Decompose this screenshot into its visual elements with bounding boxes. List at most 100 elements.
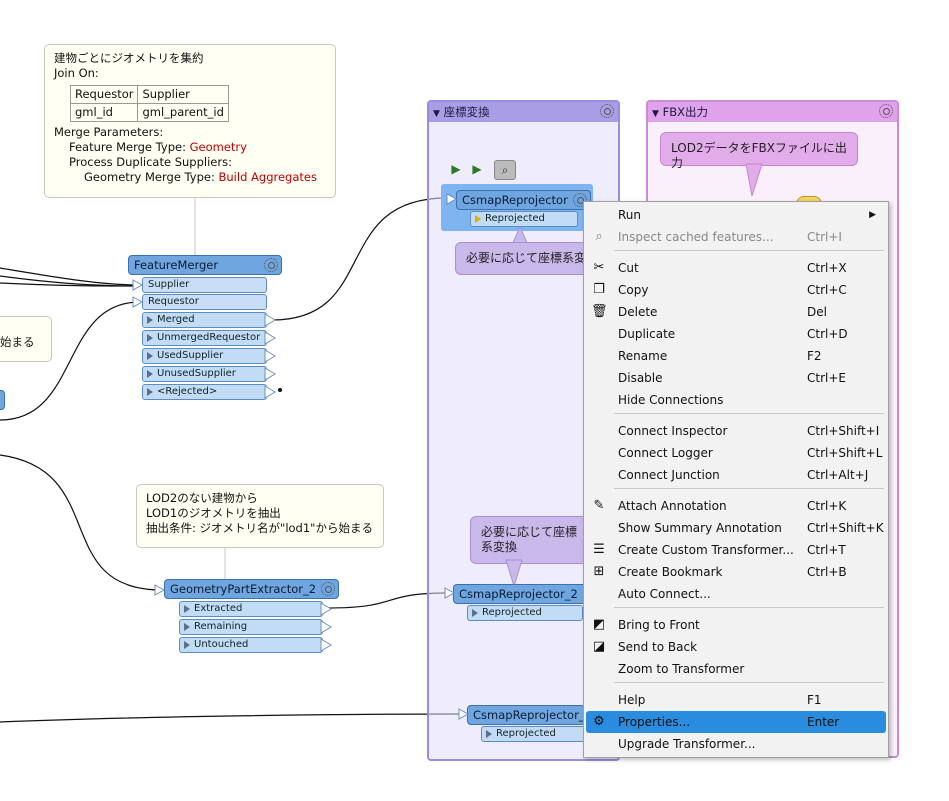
output-port-reprojected-2[interactable]: Reprojected [467,605,583,621]
port-triangle-icon [147,352,153,360]
output-port-remaining[interactable]: Remaining [179,619,323,635]
port-label: Extracted [194,603,243,614]
csmap-reprojector-2-node[interactable]: CsmapReprojector_2 [453,584,591,604]
port-triangle-icon [147,316,153,324]
port-triangle-icon [184,605,190,613]
menu-item-label: Copy [618,283,649,297]
collapse-icon[interactable]: ▼ [433,109,440,119]
feature-merger-node[interactable]: FeatureMerger [128,255,282,275]
bookmark-icon: ⊞ [593,564,605,579]
merge-params-label: Merge Parameters: [54,125,164,139]
menu-item-run[interactable]: Run▶ [586,204,886,226]
menu-item-copy[interactable]: ❐ Copy Ctrl+C [586,279,886,301]
custom-transformer-icon: ☰ [593,542,605,557]
run-to-this-icon[interactable]: ▶ [451,162,461,176]
menu-item-label: Cut [618,261,639,275]
gear-icon[interactable] [600,104,614,118]
menu-item-label: Disable [618,371,663,385]
menu-item-label: Zoom to Transformer [618,662,745,676]
menu-item-shortcut: Ctrl+Shift+L [807,446,883,460]
input-port-requestor[interactable]: Requestor [142,294,267,310]
port-label: Untouched [194,639,249,650]
menu-item-bring-to-front[interactable]: ◩Bring to Front [586,614,886,636]
left-partial-annotation-text: 始まる [0,335,35,349]
left-partial-annotation[interactable]: 始まる [0,316,52,362]
gpe-annotation[interactable]: LOD2のない建物から LOD1のジオメトリを抽出 抽出条件: ジオメトリ名が"… [136,484,384,548]
output-port-extracted[interactable]: Extracted [179,601,323,617]
collapse-icon[interactable]: ▼ [652,109,659,119]
port-label: Reprojected [482,607,542,618]
bookmark-header[interactable]: ▼ FBX出力 [648,102,897,122]
bookmark-header[interactable]: ▼ 座標変換 [429,102,618,122]
menu-item-shortcut: Ctrl+C [807,283,847,297]
menu-separator [614,682,884,683]
feature-merge-type: Feature Merge Type: Geometry [54,140,326,155]
menu-item-label: Help [618,693,646,707]
port-label: <Rejected> [157,386,218,397]
context-menu[interactable]: Run▶⌕Inspect cached features...Ctrl+I ✂ Cu… [583,201,889,758]
inspect-icon[interactable]: ⌕ [494,160,516,180]
menu-item-zoom-to-transformer[interactable]: Zoom to Transformer [586,658,886,680]
menu-item-label: Send to Back [618,640,698,654]
output-port-unmerged-requestor[interactable]: UnmergedRequestor [142,330,267,346]
blurb-pointer [745,163,763,197]
join-table: Requestor Supplier gml_id gml_parent_id [69,85,229,122]
scissors-icon: ✂ [593,260,605,275]
gear-icon[interactable] [321,582,335,596]
menu-item-properties[interactable]: ⚙Properties...Enter [586,711,886,733]
join-value-supplier: gml_parent_id [137,103,229,122]
port-label: Requestor [148,296,199,307]
menu-separator [614,488,884,489]
gpe-annotation-line2: LOD1のジオメトリを抽出 [146,506,281,520]
gear-icon[interactable] [573,193,587,207]
output-port-reprojected-3[interactable]: Reprojected [481,726,585,742]
copy-icon: ❐ [593,282,605,297]
menu-item-upgrade-transformer[interactable]: Upgrade Transformer... [586,733,886,755]
fbx-blurb[interactable]: LOD2データをFBXファイルに出力 [660,132,858,170]
csmap-reprojector-node[interactable]: CsmapReprojector [456,190,591,210]
menu-item-auto-connect[interactable]: Auto Connect... [586,583,886,605]
output-port-rejected[interactable]: <Rejected> [142,384,267,400]
feature-merger-annotation[interactable]: 建物ごとにジオメトリを集約 Join On: Requestor Supplie… [44,44,336,198]
gear-icon[interactable] [879,104,893,118]
menu-item-shortcut: Ctrl+K [807,499,847,513]
output-port-merged[interactable]: Merged [142,312,267,328]
port-label: Reprojected [485,213,545,224]
menu-item-hide-connections[interactable]: Hide Connections [586,389,886,411]
reproject-blurb-2[interactable]: 必要に応じて座標系変換 [470,516,590,564]
csmap-reprojector-3-node[interactable]: CsmapReprojector_3 [467,705,592,725]
port-triangle-icon [475,215,481,223]
menu-item-create-custom-transformer[interactable]: ☰Create Custom Transformer...Ctrl+T [586,539,886,561]
menu-item-shortcut: Ctrl+I [807,230,842,244]
join-header-requestor: Requestor [69,85,139,104]
output-port-used-supplier[interactable]: UsedSupplier [142,348,267,364]
gear-icon[interactable] [264,258,278,272]
reproject-blurb-1[interactable]: 必要に応じて座標系変換 [455,242,605,275]
join-header-supplier: Supplier [137,85,229,104]
output-port-unused-supplier[interactable]: UnusedSupplier [142,366,267,382]
menu-item-label: Connect Inspector [618,424,728,438]
menu-item-send-to-back[interactable]: ◪Send to Back [586,636,886,658]
output-port-reprojected[interactable]: Reprojected [470,211,578,227]
left-partial-node[interactable] [0,390,5,410]
input-port-supplier[interactable]: Supplier [142,277,267,293]
port-label: UnusedSupplier [157,368,236,379]
geometry-part-extractor-node[interactable]: GeometryPartExtractor_2 [164,579,339,599]
output-port-untouched[interactable]: Untouched [179,637,323,653]
menu-item-inspect-cached-features[interactable]: ⌕Inspect cached features...Ctrl+I [586,226,886,248]
run-from-this-icon[interactable]: ▶ [472,162,482,176]
menu-item-label: Attach Annotation [618,499,727,513]
gpe-input-arrow [154,584,166,596]
